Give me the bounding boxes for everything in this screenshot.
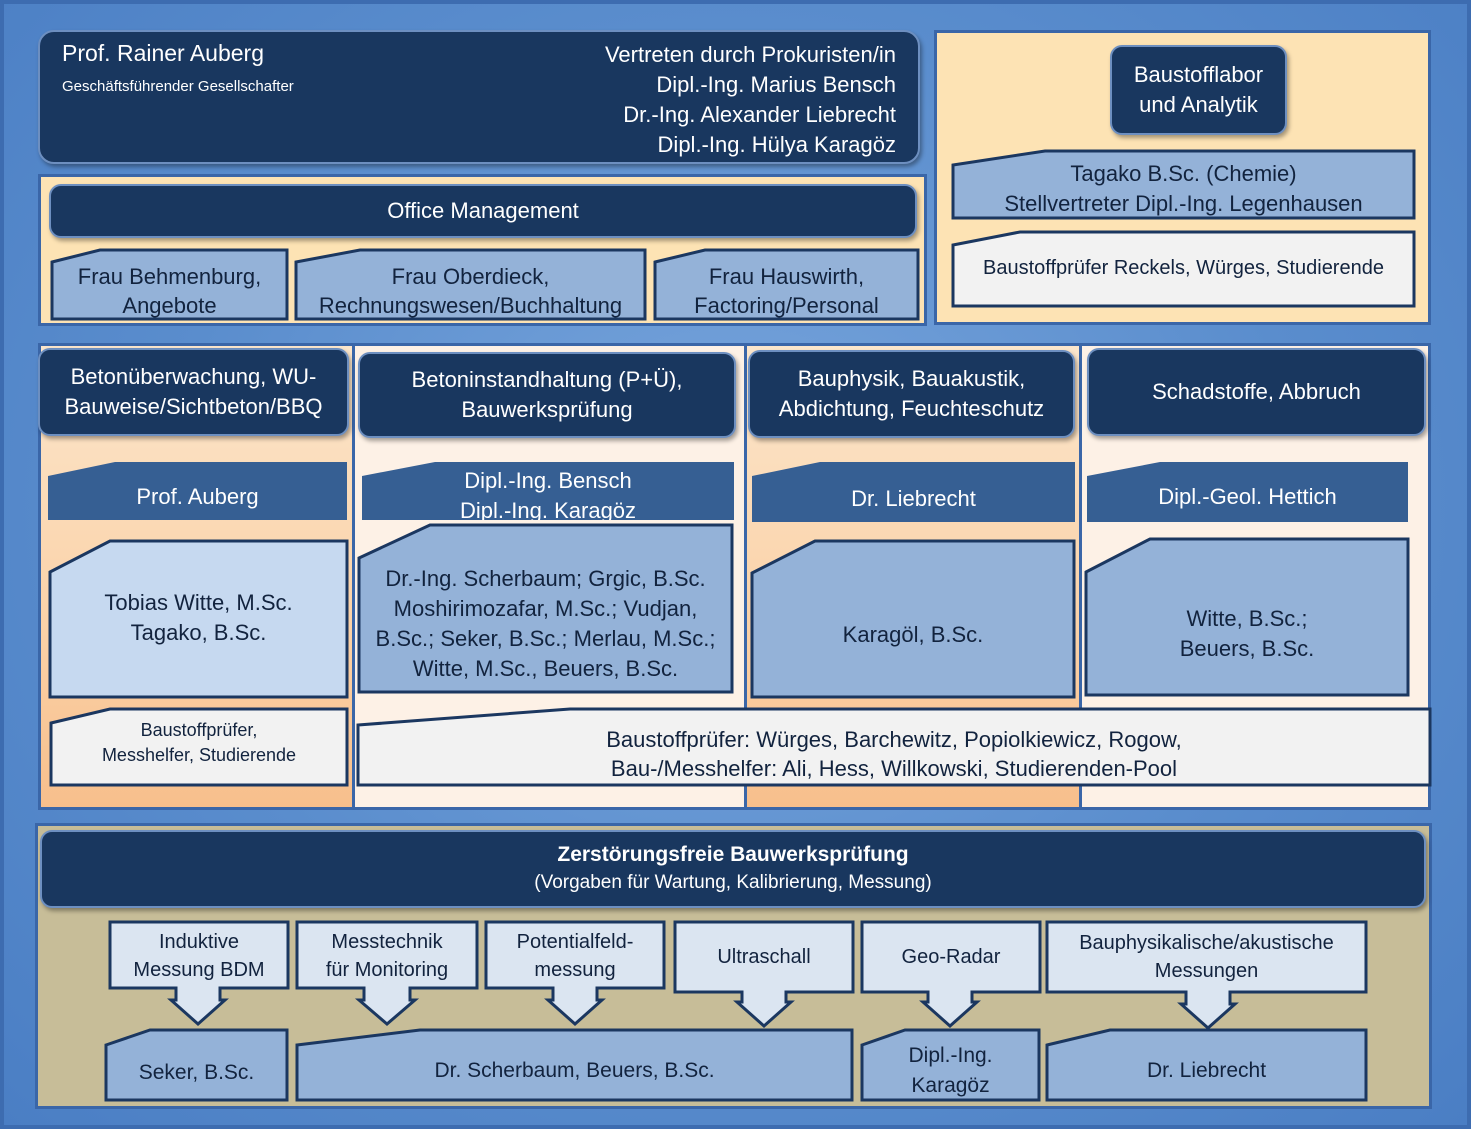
dept-lead-3: Dr. Liebrecht	[851, 486, 976, 511]
office-staff-shape	[653, 248, 920, 321]
deputies-list: Vertreten durch Prokuristen/in Dipl.-Ing…	[605, 40, 896, 160]
office-staff-3: Frau Hauswirth, Factoring/Personal	[694, 264, 879, 318]
dept-title-3: Bauphysik, Bauakustik, Abdichtung, Feuch…	[748, 350, 1075, 438]
deputies-line: Dr.-Ing. Alexander Liebrecht	[623, 102, 896, 127]
dept-lead-4: Dipl.-Geol. Hettich	[1158, 484, 1337, 509]
assignee-karagoez: Dipl.-Ing. Karagöz	[908, 1044, 993, 1097]
ndt-subtitle: (Vorgaben für Wartung, Kalibrierung, Mes…	[534, 872, 932, 893]
lab-staff: Baustoffprüfer Reckels, Würges, Studiere…	[983, 256, 1384, 279]
deputies-line: Vertreten durch Prokuristen/in	[604, 42, 896, 67]
method-arrow-shape	[673, 920, 855, 1029]
method-arrow-shape	[1045, 920, 1368, 1031]
dept-assistants-1: Baustoffprüfer, Messhelfer, Studierende	[101, 720, 297, 765]
assignee-shape	[1045, 1028, 1368, 1102]
deputies-line: Dipl.-Ing. Marius Bensch	[656, 72, 896, 97]
office-staff-shape	[50, 248, 289, 321]
method-ultraschall: Ultraschall	[717, 945, 811, 968]
method-georadar: Geo-Radar	[901, 945, 1001, 968]
ndt-header: Zerstörungsfreie Bauwerksprüfung (Vorgab…	[40, 830, 1426, 908]
dept-lead-shape	[1087, 462, 1408, 522]
lab-lead-shape	[951, 149, 1416, 220]
ndt-title: Zerstörungsfreie Bauwerksprüfung	[557, 843, 909, 866]
dept-lead-shape	[362, 462, 734, 520]
dept-title-1: Betonüberwachung, WU- Bauweise/Sichtbeto…	[38, 348, 349, 436]
dept-title-2: Betoninstandhaltung (P+Ü), Bauwerksprüfu…	[358, 352, 736, 438]
dept-lead-shape	[752, 462, 1075, 522]
lab-lead: Tagako B.Sc. (Chemie) Stellvertreter Dip…	[1004, 161, 1363, 216]
dept-lead-1: Prof. Auberg	[136, 484, 259, 509]
assignee-liebrecht: Dr. Liebrecht	[1146, 1059, 1267, 1082]
assignee-shape	[104, 1028, 289, 1102]
dept-staff-shape	[48, 539, 349, 699]
office-title: Office Management	[49, 184, 917, 238]
shared-staff: Baustoffprüfer: Würges, Barchewitz, Popi…	[606, 727, 1182, 781]
assignee-scherbaum: Dr. Scherbaum, Beuers, B.Sc.	[434, 1059, 715, 1082]
method-monitoring: Messtechnik für Monitoring	[325, 931, 449, 981]
dept-staff-4: Witte, B.Sc.; Beuers, B.Sc.	[1179, 606, 1315, 661]
lab-staff-shape	[951, 230, 1416, 308]
dept-assistants-shape	[49, 707, 349, 787]
dept-staff-1: Tobias Witte, M.Sc. Tagako, B.Sc.	[104, 590, 293, 645]
method-bauphysikalisch: Bauphysikalische/akustische Messungen	[1079, 932, 1334, 982]
method-arrow-shape	[108, 920, 290, 1027]
lab-title: Baustofflabor und Analytik	[1110, 45, 1287, 135]
method-arrow-shape	[295, 920, 479, 1026]
leadership-name: Prof. Rainer Auberg	[62, 40, 265, 66]
dept-lead-2: Dipl.-Ing. Bensch Dipl.-Ing. Karagöz	[459, 468, 637, 520]
method-potentialfeld: Potentialfeld- messung	[516, 931, 634, 981]
dept-staff-shape	[750, 539, 1076, 699]
deputies-line: Dipl.-Ing. Hülya Karagöz	[657, 132, 896, 157]
method-induktive: Induktive Messung BDM	[133, 931, 265, 981]
method-arrow-shape	[860, 920, 1042, 1029]
dept-title-4: Schadstoffe, Abbruch	[1087, 348, 1426, 436]
assignee-seker: Seker, B.Sc.	[138, 1061, 255, 1084]
dept-staff-3: Karagöl, B.Sc.	[842, 622, 984, 647]
leadership-role: Geschäftsführender Gesellschafter	[62, 78, 294, 95]
method-arrow-shape	[484, 920, 666, 1027]
office-staff-shape	[294, 248, 647, 321]
dept-staff-shape	[357, 523, 734, 694]
dept-lead-shape	[48, 462, 347, 520]
shared-staff-shape	[356, 707, 1432, 787]
dept-staff-shape	[1084, 537, 1410, 697]
dept-staff-2: Dr.-Ing. Scherbaum; Grgic, B.Sc. Moshiri…	[375, 566, 716, 681]
office-staff-2: Frau Oberdieck, Rechnungswesen/Buchhaltu…	[318, 264, 623, 318]
office-staff-1: Frau Behmenburg, Angebote	[77, 264, 262, 318]
assignee-shape	[860, 1028, 1041, 1102]
assignee-shape	[295, 1028, 854, 1102]
leadership-box: Prof. Rainer Auberg Geschäftsführender G…	[38, 30, 920, 164]
